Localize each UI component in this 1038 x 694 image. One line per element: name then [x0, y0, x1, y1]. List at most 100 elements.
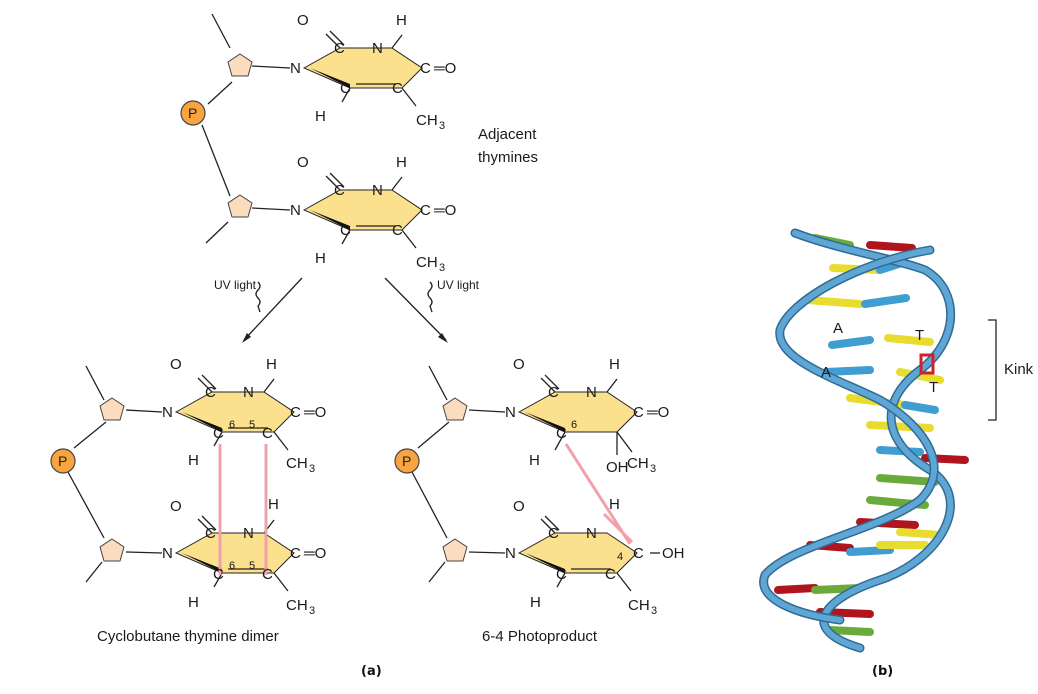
atom-label: H [609, 496, 620, 513]
atom-label: 3 [651, 605, 657, 617]
atom-label: ═O [303, 404, 326, 421]
atom-label: N [586, 384, 597, 401]
atom-label: T [915, 327, 924, 344]
atom-label: C [548, 525, 559, 542]
atom-label: C [205, 384, 216, 401]
atom-label: 5 [249, 560, 255, 572]
atom-label: N [290, 60, 301, 77]
atom-label: ═O [433, 60, 456, 77]
atom-label: OH [662, 545, 685, 562]
atom-label: UV light [214, 278, 257, 292]
atom-label: T [929, 379, 938, 396]
cyclobutane-label: Cyclobutane thymine dimer [97, 628, 279, 645]
atom-label: C [556, 566, 567, 583]
atom-label: N [290, 202, 301, 219]
atom-label: ═O [646, 404, 669, 421]
atom-label: H [315, 250, 326, 267]
atom-label: N [505, 545, 516, 562]
atom-label: N [243, 384, 254, 401]
atom-label: H [609, 356, 620, 373]
atom-label: UV light [437, 278, 480, 292]
atom-label: ═O [433, 202, 456, 219]
backbone-strand [760, 247, 938, 623]
atom-label: N [162, 545, 173, 562]
atom-label: O [513, 356, 525, 373]
atom-label: C [548, 384, 559, 401]
atom-label: C [334, 40, 345, 57]
phosphate-icon [50, 448, 76, 474]
atom-label: 4 [617, 551, 623, 563]
photoproduct-label: 6-4 Photoproduct [482, 628, 598, 645]
atom-label: C [334, 182, 345, 199]
dna-helix: A A T T Kink [759, 228, 1034, 653]
atom-label: H [188, 452, 199, 469]
atom-label: C [205, 525, 216, 542]
atom-label: N [372, 40, 383, 57]
atom-label: C [290, 545, 301, 562]
atom-label: N [162, 404, 173, 421]
atom-label: H [530, 594, 541, 611]
atom-label: O [170, 498, 182, 515]
atom-label: O [170, 356, 182, 373]
atom-label: H [396, 12, 407, 29]
phosphate-icon [394, 448, 420, 474]
atom-label: P [402, 453, 411, 469]
uv-wave-icon [255, 281, 261, 313]
thymine-dimer-bond [919, 353, 935, 375]
atom-label: H [396, 154, 407, 171]
atom-label: N [586, 525, 597, 542]
atom-label: CH [416, 112, 438, 129]
atom-label: 3 [309, 605, 315, 617]
adjacent-label: thymines [478, 149, 538, 166]
atom-label: C [420, 60, 431, 77]
panel-a-label: (a) [361, 664, 382, 679]
kink-bracket [988, 319, 997, 421]
atom-label: C [213, 425, 224, 442]
atom-label: N [505, 404, 516, 421]
uv-wave-icon [427, 281, 433, 313]
atom-label: C [290, 404, 301, 421]
atom-label: C [556, 425, 567, 442]
atom-label: C [340, 222, 351, 239]
atom-label: A [821, 364, 831, 381]
atom-label: 3 [439, 120, 445, 132]
atom-label: 6 [229, 560, 235, 572]
atom-label: CH [286, 597, 308, 614]
atom-label: C [605, 566, 616, 583]
phosphate-icon [180, 100, 206, 126]
atom-label: CH [416, 254, 438, 271]
atom-label: H [268, 496, 279, 513]
atom-label: 3 [650, 463, 656, 475]
atom-label: H [315, 108, 326, 125]
thymine-ring [303, 30, 423, 107]
atom-label: 5 [249, 419, 255, 431]
atom-label: CH [286, 455, 308, 472]
sugar-icon [227, 53, 253, 77]
adjacent-label: Adjacent [478, 126, 537, 143]
atom-label: 6 [571, 419, 577, 431]
atom-label: C [340, 80, 351, 97]
atom-label: C [262, 425, 273, 442]
adjacent-thymines: P N C N C ═O C C O H H CH 3 N C N C ═O C… [180, 12, 538, 274]
atom-label: C [420, 202, 431, 219]
atom-label: P [188, 105, 197, 121]
atom-label: C [392, 80, 403, 97]
atom-label: O [513, 498, 525, 515]
atom-label: C [213, 566, 224, 583]
backbone-strand [792, 230, 954, 651]
uv-arrows: UV light UV light [214, 277, 480, 343]
atom-label: A [833, 320, 843, 337]
atom-label: N [372, 182, 383, 199]
atom-label: CH [628, 597, 650, 614]
atom-label: P [58, 453, 67, 469]
atom-label: ═O [303, 545, 326, 562]
atom-label: H [266, 356, 277, 373]
atom-label: N [243, 525, 254, 542]
photoproduct: P N C N C ═O C 6 O H H OH CH 3 N C [394, 356, 685, 645]
kink-label: Kink [1004, 361, 1034, 378]
atom-label: OH [606, 459, 629, 476]
atom-label: C [262, 566, 273, 583]
atom-label: 6 [229, 419, 235, 431]
